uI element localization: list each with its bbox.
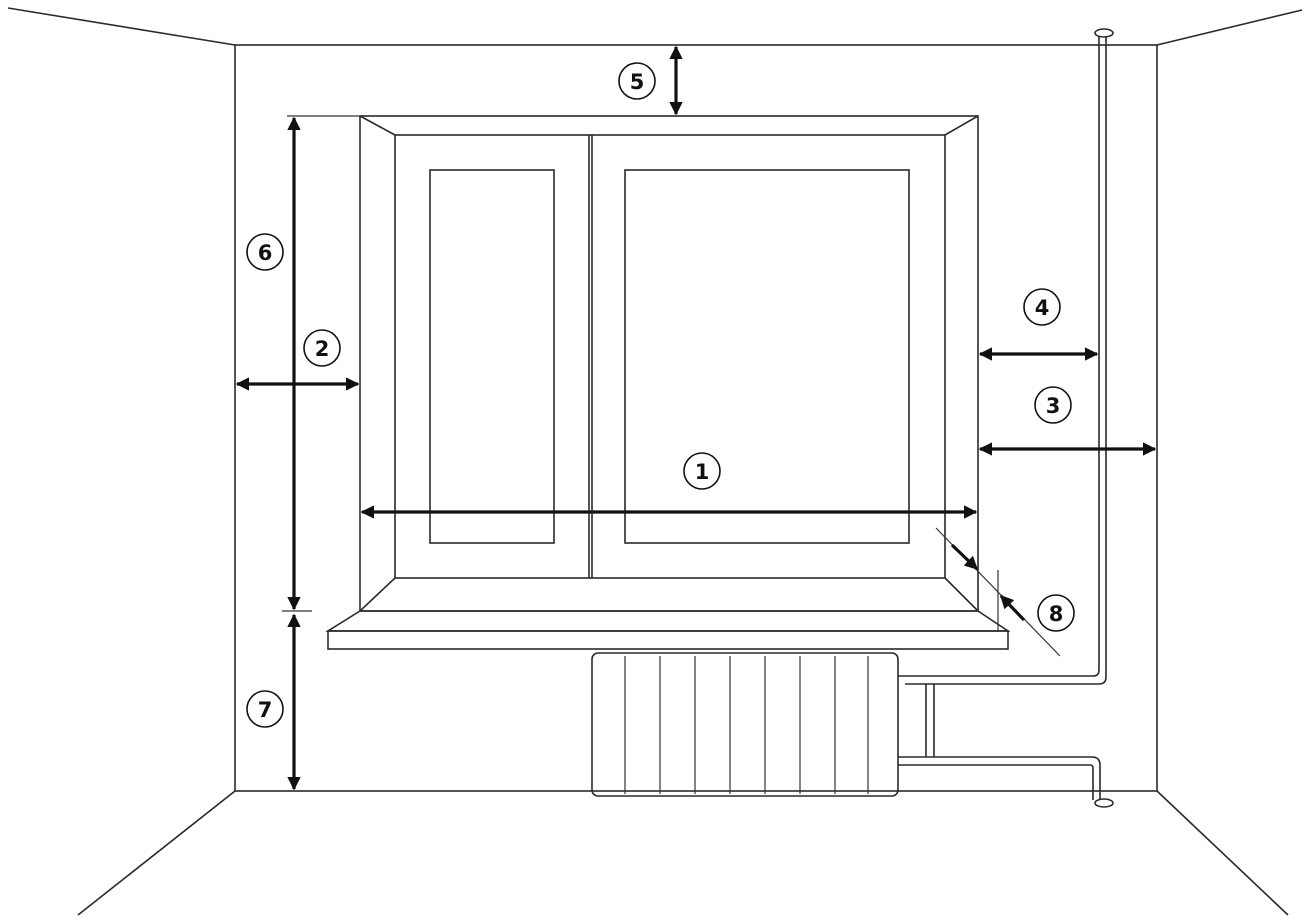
badge-5-label: 5 (630, 70, 645, 94)
floor-left-edge (77, 790, 236, 916)
radiator (591, 652, 899, 797)
badge-4: 4 (1023, 288, 1061, 326)
badge-4-label: 4 (1035, 296, 1050, 320)
badge-1: 1 (683, 452, 721, 490)
dimension-arrows (235, 45, 1157, 791)
ceiling-left-edge (7, 7, 236, 46)
reveal-bottom-right (944, 577, 979, 612)
ceiling-pipe-flange (1094, 28, 1114, 38)
badge-7-label: 7 (258, 698, 273, 722)
floor-right-edge (1156, 790, 1289, 916)
supply-pipe-inner (905, 36, 1107, 685)
window-frame (394, 134, 946, 579)
reveal-top-right (944, 115, 979, 136)
radiator-body (591, 652, 899, 797)
badge-6: 6 (246, 233, 284, 271)
supply-pipe-outer (898, 36, 1100, 677)
dimension-8-arrow-a (950, 543, 979, 571)
floor-pipe-flange (1094, 798, 1114, 808)
badge-8: 8 (1037, 594, 1075, 632)
window-sill (325, 610, 1011, 650)
return-pipe-inner (898, 764, 1094, 800)
ceiling-right-edge (1156, 9, 1303, 46)
room-walls (7, 7, 1303, 916)
badge-7: 7 (246, 690, 284, 728)
badge-3-label: 3 (1046, 394, 1061, 418)
right-glass-pane (624, 169, 910, 544)
sill-top (325, 610, 1011, 632)
back-wall (234, 44, 1158, 792)
left-glass-pane (429, 169, 555, 544)
window-opening (359, 115, 979, 612)
badge-8-label: 8 (1049, 602, 1064, 626)
reveal-top-left (359, 115, 396, 136)
opening-outline (359, 115, 979, 612)
badge-2-label: 2 (315, 337, 330, 361)
return-pipe-outer (898, 756, 1101, 800)
frame-outline (394, 134, 946, 579)
badge-1-label: 1 (695, 460, 710, 484)
heating-pipes (898, 28, 1114, 808)
badge-3: 3 (1034, 386, 1072, 424)
reveal-bottom-left (359, 577, 396, 612)
dimension-8-arrow-b (999, 594, 1026, 622)
badge-5: 5 (618, 62, 656, 100)
badge-6-label: 6 (258, 241, 273, 265)
badge-2: 2 (303, 329, 341, 367)
sill-front (327, 630, 1009, 650)
